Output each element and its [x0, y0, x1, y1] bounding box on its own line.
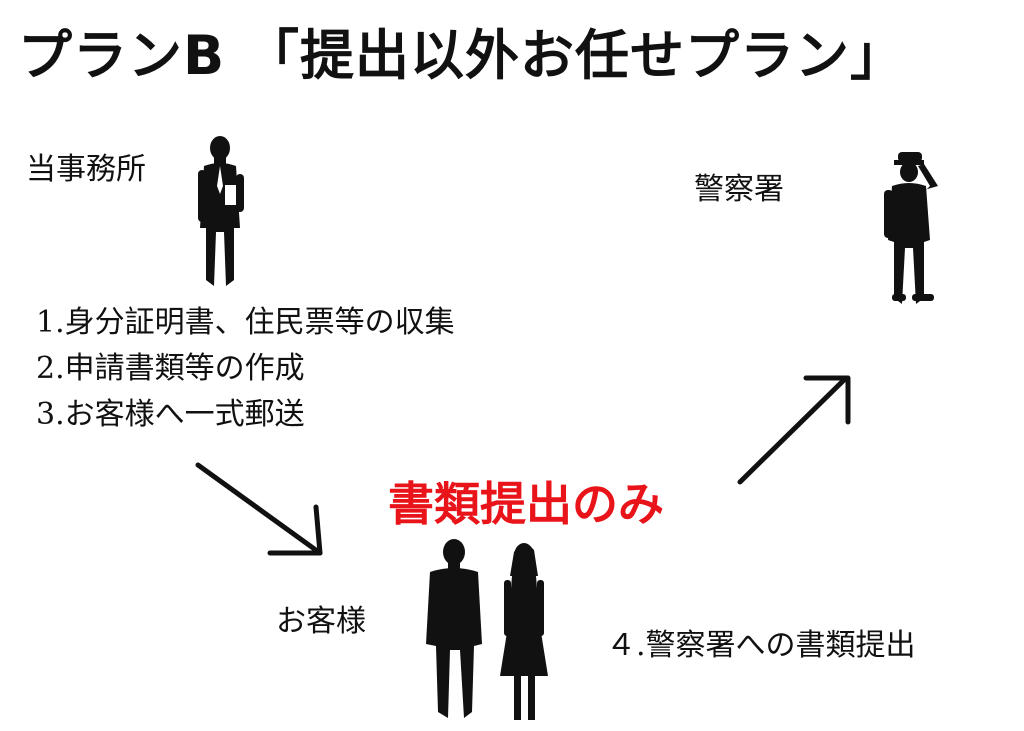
step-item: 1.身分証明書、住民票等の収集 [36, 305, 455, 340]
step-item: 3.お客様へ一式郵送 [36, 397, 305, 432]
office-steps-list: 1.身分証明書、住民票等の収集 2.申請書類等の作成 3.お客様へ一式郵送 [36, 300, 455, 438]
page-title: プランB 「提出以外お任せプラン」 [18, 24, 905, 87]
businessman-silhouette-icon [198, 136, 244, 286]
customer-label: お客様 [276, 604, 366, 639]
step4-label: ４.警察署への書類提出 [606, 628, 916, 663]
arrow-down-right-icon [195, 462, 323, 556]
arrow-up-right-icon [737, 375, 851, 485]
submission-only-label: 書類提出のみ [388, 477, 664, 531]
step-item: 2.申請書類等の作成 [36, 351, 305, 386]
office-label: 当事務所 [26, 152, 146, 187]
police-label: 警察署 [694, 172, 784, 207]
police-officer-silhouette-icon [884, 152, 938, 304]
couple-silhouette-icon [426, 539, 548, 720]
